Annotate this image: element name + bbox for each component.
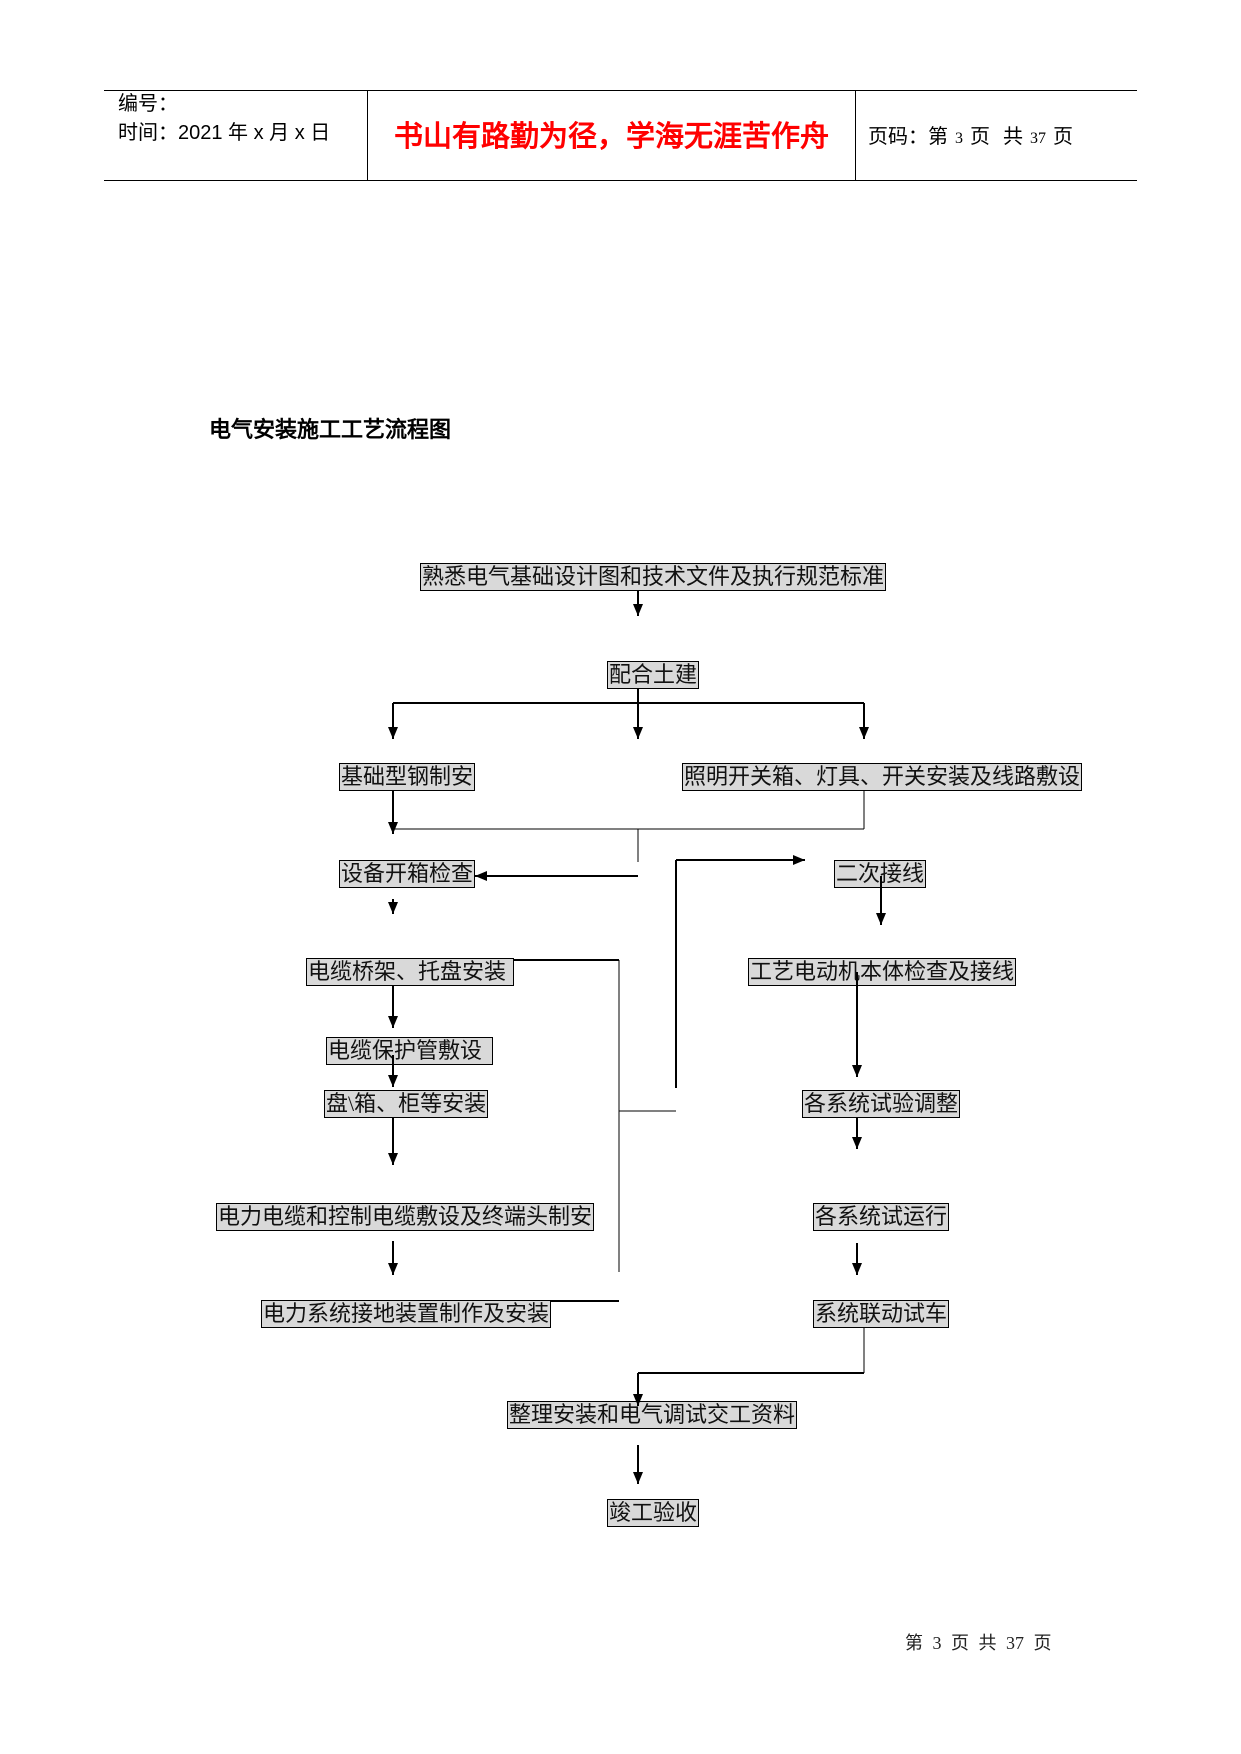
step-cable-conduit-laying: 电缆保护管敷设 — [326, 1037, 493, 1065]
step-handover-documents: 整理安装和电气调试交工资料 — [507, 1401, 797, 1429]
page-total: 37 — [1030, 130, 1046, 147]
step-final-acceptance: 竣工验收 — [607, 1499, 699, 1527]
step-system-testing: 各系统试验调整 — [802, 1090, 960, 1118]
page-footer: 第 3 页 共 37 页 — [905, 1633, 1052, 1653]
step-grounding-install: 电力系统接地装置制作及安装 — [261, 1300, 551, 1328]
serial-number-label: 编号： — [118, 93, 178, 115]
step-panel-cabinet-install: 盘\箱、柜等安装 — [324, 1090, 488, 1118]
document-header: 编号： 时间：2021 年 x 月 x 日 书山有路勤为径，学海无涯苦作舟 页码… — [104, 90, 1137, 181]
page-unit: 页 — [970, 126, 990, 148]
header-divider — [855, 91, 856, 180]
flowchart-title: 电气安装施工工艺流程图 — [209, 417, 452, 442]
header-divider — [367, 91, 368, 180]
page-current: 3 — [955, 130, 963, 147]
step-study-design-docs: 熟悉电气基础设计图和技术文件及执行规范标准 — [420, 563, 886, 591]
step-motor-inspection: 工艺电动机本体检查及接线 — [748, 958, 1016, 986]
step-joint-commissioning: 系统联动试车 — [813, 1300, 949, 1328]
page-total-unit: 页 — [1053, 126, 1073, 148]
page-code-label: 页码：第 — [868, 126, 948, 148]
header-motto: 书山有路勤为径，学海无涯苦作舟 — [393, 121, 829, 153]
step-system-trial-run: 各系统试运行 — [813, 1203, 949, 1231]
step-lighting-install: 照明开关箱、灯具、开关安装及线路敷设 — [682, 763, 1082, 791]
page-total-label: 共 — [1003, 126, 1023, 148]
step-civil-coordination: 配合土建 — [607, 661, 699, 689]
step-base-steel-install: 基础型钢制安 — [339, 763, 475, 791]
date-label: 时间：2021 年 x 月 x 日 — [118, 122, 331, 144]
step-cable-tray-install: 电缆桥架、托盘安装 — [306, 958, 514, 986]
step-equipment-unpacking: 设备开箱检查 — [339, 860, 475, 888]
page-code: 页码：第 3 页 共 37 页 — [868, 123, 1073, 153]
step-cable-laying-termination: 电力电缆和控制电缆敷设及终端头制安 — [216, 1203, 594, 1231]
step-secondary-wiring: 二次接线 — [834, 860, 926, 888]
